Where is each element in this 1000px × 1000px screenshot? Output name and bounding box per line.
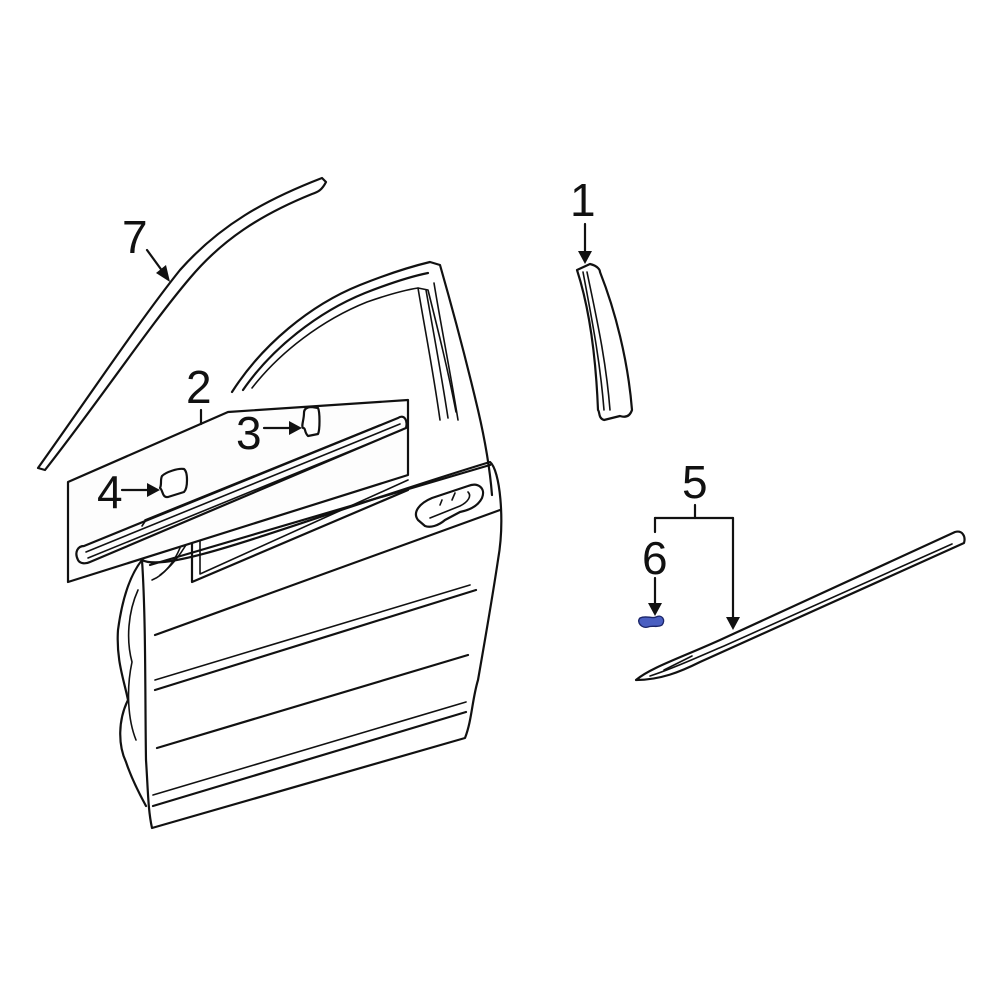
part-3-rear-clip[interactable] [301, 405, 321, 438]
callout-6: 6 [642, 532, 668, 616]
part-5-side-molding[interactable] [634, 530, 966, 682]
callout-2: 2 [186, 361, 212, 426]
arrow-icon [648, 603, 662, 616]
part-2-group-box [66, 398, 410, 584]
callout-number-5: 5 [682, 456, 708, 508]
part-7-pillar-molding[interactable] [36, 176, 328, 472]
callout-4: 4 [97, 466, 160, 518]
callout-number-1: 1 [570, 174, 596, 226]
callout-number-4: 4 [97, 466, 123, 518]
part-6-molding-clip[interactable] [638, 615, 665, 629]
arrow-icon [156, 265, 170, 282]
arrow-icon [726, 617, 740, 630]
door-shell [116, 260, 503, 830]
arrow-icon [147, 483, 160, 497]
callout-number-2: 2 [186, 361, 212, 413]
callout-5: 5 [653, 456, 740, 630]
part-1-frame-applique[interactable] [575, 262, 634, 422]
callout-7: 7 [122, 211, 170, 282]
part-2-belt-molding[interactable] [75, 415, 408, 565]
arrow-icon [289, 421, 302, 435]
callout-1: 1 [570, 174, 596, 264]
callout-3: 3 [236, 407, 302, 459]
callout-number-6: 6 [642, 532, 668, 584]
arrow-icon [578, 251, 592, 264]
callout-number-7: 7 [122, 211, 148, 263]
door-handle[interactable] [414, 483, 485, 528]
part-4-front-clip[interactable] [158, 467, 189, 499]
callout-number-3: 3 [236, 407, 262, 459]
